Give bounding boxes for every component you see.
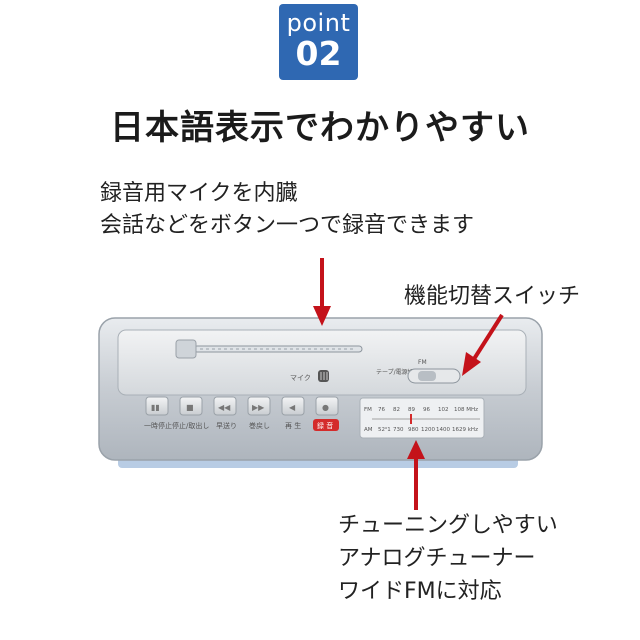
fm-102: 102 [438, 407, 449, 413]
play-icon: ◀ [289, 403, 296, 412]
record-button [315, 396, 339, 416]
headline: 日本語表示でわかりやすい [110, 108, 530, 148]
fm-label: FM [364, 407, 372, 413]
play-label: 再 生 [285, 421, 301, 430]
switch-arrow [472, 313, 504, 361]
tuner-needle [410, 414, 412, 424]
fm-76: 76 [378, 407, 385, 413]
stop-icon: ■ [186, 403, 194, 412]
tuner-note-line-2: アナログチューナー [338, 546, 536, 571]
am-1400: 1400 [436, 427, 450, 433]
fm-scale: FM 76 82 89 96 102 108 MHz [364, 407, 478, 413]
pause-button [145, 396, 169, 416]
mic-note-line-1: 録音用マイクを内臓 [100, 181, 298, 206]
button-labels: 一時停止 停止/取出し 早送り 巻戻し 再 生 録 音 [144, 419, 339, 431]
tuner-note: チューニングしやすい アナログチューナー ワイドFMに対応 [338, 509, 558, 608]
tuner-note-line-3: ワイドFMに対応 [338, 579, 502, 604]
button-row: ▮▮ ■ ◀◀ ▶▶ ◀ ● [145, 396, 339, 416]
switch-left-label: テープ/電源切 [376, 368, 414, 376]
fm-82: 82 [393, 407, 400, 413]
fast-forward-icon: ◀◀ [218, 403, 231, 412]
am-label: AM [364, 427, 373, 433]
am-980: 980 [408, 427, 419, 433]
tuner-panel [359, 397, 485, 439]
fm-96: 96 [423, 407, 430, 413]
tuner-note-line-1: チューニングしやすい [338, 513, 558, 538]
fast-forward-button [213, 396, 237, 416]
am-scale: AM 52⁰1 730 980 1200 1400 1629 kHz [364, 426, 478, 433]
badge-number: 02 [295, 34, 342, 73]
point-badge: point 02 [279, 4, 358, 80]
fm-89: 89 [408, 407, 415, 413]
rewind-button [247, 396, 271, 416]
am-730: 730 [393, 427, 404, 433]
switch-note: 機能切替スイッチ [404, 281, 580, 313]
am-1200: 1200 [421, 427, 435, 433]
rewind-icon: ▶▶ [252, 403, 265, 412]
am-1629: 1629 kHz [452, 427, 478, 433]
mic-note: 録音用マイクを内臓 会話などをボタン一つで録音できます [100, 178, 474, 242]
pointer-arrows [313, 258, 504, 510]
badge-word: point [286, 9, 351, 37]
record-icon: ● [322, 403, 329, 412]
stop-eject-label: 停止/取出し [172, 421, 209, 430]
record-label-badge [313, 419, 339, 431]
switch-fm-label: FM [418, 359, 427, 366]
fm-108: 108 MHz [454, 407, 478, 413]
pause-label: 一時停止 [144, 421, 172, 430]
am-521: 52⁰1 [378, 426, 391, 433]
mic-label: マイク [290, 374, 311, 382]
pause-icon: ▮▮ [151, 403, 160, 412]
stop-eject-button [179, 396, 203, 416]
fast-forward-label: 早送り [216, 421, 237, 430]
switch-note-line-1: 機能切替スイッチ [404, 284, 581, 309]
play-button [281, 396, 305, 416]
mic-note-line-2: 会話などをボタン一つで録音できます [100, 213, 475, 238]
record-label: 録 音 [317, 421, 333, 430]
rewind-label: 巻戻し [249, 421, 270, 430]
